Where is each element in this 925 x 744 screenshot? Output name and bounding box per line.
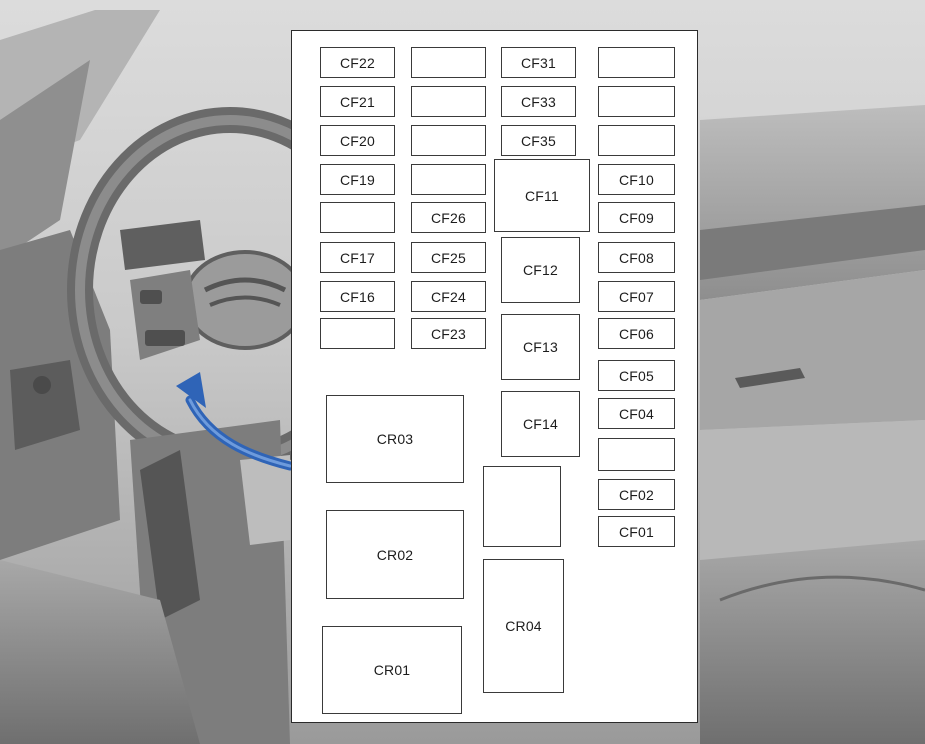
fuse-slot-cr03: CR03	[326, 395, 464, 483]
fuse-slot-cf12: CF12	[501, 237, 580, 303]
fuse-slot-cr01: CR01	[322, 626, 462, 714]
fuse-slot-cf23: CF23	[411, 318, 486, 349]
fuse-slot-cf20: CF20	[320, 125, 395, 156]
fuse-slot-cf09: CF09	[598, 202, 675, 233]
fuse-slot-empty	[598, 86, 675, 117]
fuse-slot-empty	[598, 438, 675, 471]
fuse-slot-empty	[411, 47, 486, 78]
fuse-slot-cf31: CF31	[501, 47, 576, 78]
fuse-slot-cf33: CF33	[501, 86, 576, 117]
fuse-slot-cf02: CF02	[598, 479, 675, 510]
fuse-slot-cr02: CR02	[326, 510, 464, 599]
fuse-slot-cf16: CF16	[320, 281, 395, 312]
fuse-slot-cf26: CF26	[411, 202, 486, 233]
fuse-slot-cf14: CF14	[501, 391, 580, 457]
fuse-slot-cf06: CF06	[598, 318, 675, 349]
fuse-slot-cf19: CF19	[320, 164, 395, 195]
fuse-slot-cf10: CF10	[598, 164, 675, 195]
fuse-slot-cf13: CF13	[501, 314, 580, 380]
fuse-slot-cr04: CR04	[483, 559, 564, 693]
fuse-slot-cf04: CF04	[598, 398, 675, 429]
fuse-slot-empty	[411, 164, 486, 195]
fuse-slot-cf05: CF05	[598, 360, 675, 391]
fuse-slot-cf11: CF11	[494, 159, 590, 232]
fuse-slot-empty	[598, 125, 675, 156]
fuse-slot-cf21: CF21	[320, 86, 395, 117]
fuse-slot-cf35: CF35	[501, 125, 576, 156]
fuse-slot-empty	[411, 86, 486, 117]
fuse-slot-cf08: CF08	[598, 242, 675, 273]
fuse-slot-cf01: CF01	[598, 516, 675, 547]
fuse-slot-empty	[483, 466, 561, 547]
fuse-slot-empty	[320, 202, 395, 233]
fuse-slot-cf24: CF24	[411, 281, 486, 312]
fuse-slot-empty	[598, 47, 675, 78]
fuse-slot-empty	[411, 125, 486, 156]
fuse-slot-cf22: CF22	[320, 47, 395, 78]
fuse-slot-empty	[320, 318, 395, 349]
fuse-slot-cf25: CF25	[411, 242, 486, 273]
fuse-slot-cf17: CF17	[320, 242, 395, 273]
fuse-slot-cf07: CF07	[598, 281, 675, 312]
